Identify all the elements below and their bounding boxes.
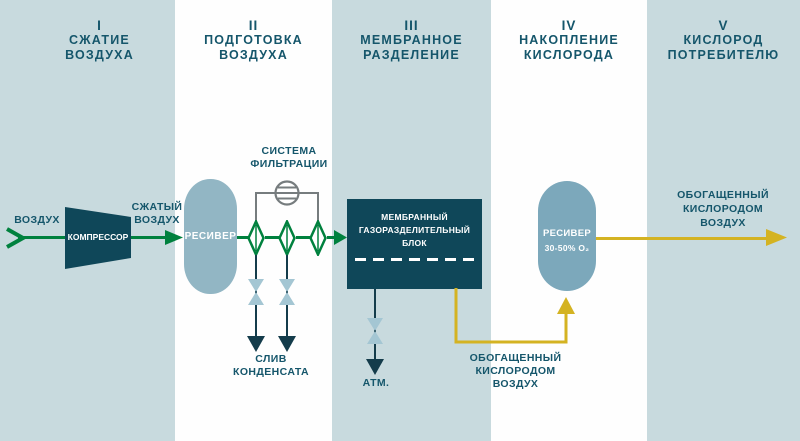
pipe-oxygen-outlet xyxy=(596,237,768,240)
stage-numeral: III xyxy=(404,18,419,33)
membrane-label-line: МЕМБРАННЫЙ xyxy=(381,212,448,222)
enriched-air-out-label: ОБОГАЩЕННЫЙ КИСЛОРОДОМ ВОЗДУХ xyxy=(653,188,793,230)
filtration-system-label: СИСТЕМА ФИЛЬТРАЦИИ xyxy=(237,145,341,170)
filtration-label-line: ФИЛЬТРАЦИИ xyxy=(250,157,328,170)
filter-icon-1 xyxy=(247,220,265,256)
atm-label: АТМ. xyxy=(362,377,390,389)
pipe-segment xyxy=(296,236,310,239)
compressed-air-line: СЖАТЫЙ xyxy=(131,201,183,213)
receiver-2-content: 30-50% O₂ xyxy=(544,243,590,253)
enriched-air-mid-label: ОБОГАЩЕННЫЙ КИСЛОРОДОМ ВОЗДУХ xyxy=(443,352,588,391)
bypass-line xyxy=(317,194,319,222)
condensate-label-line: КОНДЕНСАТА xyxy=(233,366,309,378)
stage-header-1: I СЖАТИЕ ВОЗДУХА xyxy=(12,18,187,62)
membrane-block-label: МЕМБРАННЫЙ ГАЗОРАЗДЕЛИТЕЛЬНЫЙ БЛОК xyxy=(347,199,482,250)
membrane-label-line: ГАЗОРАЗДЕЛИТЕЛЬНЫЙ xyxy=(358,225,471,235)
valve-icon xyxy=(248,279,264,305)
stage-title-line: ПОДГОТОВКА xyxy=(204,33,303,47)
pipe-segment xyxy=(265,236,279,239)
outlet-arrowhead-icon xyxy=(766,229,787,246)
stage-header-3: III МЕМБРАННОЕ РАЗДЕЛЕНИЕ xyxy=(332,18,491,62)
stage-header-2: II ПОДГОТОВКА ВОЗДУХА xyxy=(175,18,332,62)
drain-arrowhead-icon xyxy=(247,336,265,352)
compressed-air-label: СЖАТЫЙ ВОЗДУХ xyxy=(122,201,192,227)
stage-title-line: ВОЗДУХА xyxy=(65,47,134,62)
enriched-air-label-line: ВОЗДУХ xyxy=(700,217,746,229)
flow-arrowhead-icon xyxy=(334,230,347,245)
pipe-air-inlet xyxy=(18,236,66,239)
filter-icon-2 xyxy=(278,220,296,256)
stage-numeral: II xyxy=(248,18,259,33)
bypass-line xyxy=(255,194,257,222)
receiver-2-vessel: РЕСИВЕР 30-50% O₂ xyxy=(538,181,596,291)
enriched-air-label-line: КИСЛОРОДОМ xyxy=(682,203,764,215)
atm-arrowhead-icon xyxy=(366,359,384,375)
stage-column-2: II ПОДГОТОВКА ВОЗДУХА xyxy=(175,0,332,441)
stage-title-line: КИСЛОРОД xyxy=(683,33,764,47)
stage-title-line: КИСЛОРОДА xyxy=(523,47,615,62)
pipe-segment xyxy=(237,236,248,239)
receiver-1-label: РЕСИВЕР xyxy=(184,231,237,242)
stage-title-line: ПОТРЕБИТЕЛЮ xyxy=(667,47,780,62)
valve-icon xyxy=(367,318,383,344)
filter-gauge-icon xyxy=(274,180,300,206)
stage-title-line: ВОЗДУХА xyxy=(219,47,288,62)
stage-column-5: V КИСЛОРОД ПОТРЕБИТЕЛЮ xyxy=(647,0,800,441)
up-arrowhead-icon xyxy=(557,297,575,314)
filtration-label-line: СИСТЕМА xyxy=(261,145,317,157)
filter-icon-3 xyxy=(309,220,327,256)
stage-title-line: РАЗДЕЛЕНИЕ xyxy=(363,47,460,62)
stage-numeral: V xyxy=(718,18,729,33)
stage-title-line: НАКОПЛЕНИЕ xyxy=(519,33,619,47)
compressor-shape xyxy=(65,207,131,269)
condensate-label-line: СЛИВ xyxy=(255,353,287,365)
enriched-air-label-line: КИСЛОРОДОМ xyxy=(475,365,556,377)
stage-header-4: IV НАКОПЛЕНИЕ КИСЛОРОДА xyxy=(491,18,647,62)
air-label: ВОЗДУХ xyxy=(14,214,60,226)
receiver-2-label: РЕСИВЕР xyxy=(543,228,591,239)
enriched-air-label-line: ОБОГАЩЕННЫЙ xyxy=(677,189,769,201)
compressed-air-line: ВОЗДУХ xyxy=(134,214,180,226)
pipe-segment xyxy=(327,236,335,239)
drain-arrowhead-icon xyxy=(278,336,296,352)
enriched-air-label-line: ОБОГАЩЕННЫЙ xyxy=(469,352,562,364)
pipe-compressed-air xyxy=(131,236,166,239)
compressor-label: КОМПРЕССОР xyxy=(67,232,129,242)
stage-numeral: IV xyxy=(561,18,577,33)
membrane-separation-block: МЕМБРАННЫЙ ГАЗОРАЗДЕЛИТЕЛЬНЫЙ БЛОК xyxy=(347,199,482,289)
valve-icon xyxy=(279,279,295,305)
enriched-air-label-line: ВОЗДУХ xyxy=(492,378,539,390)
membrane-divider-dashed-line xyxy=(355,258,474,261)
stage-title-line: МЕМБРАННОЕ xyxy=(360,33,463,47)
stage-title-line: СЖАТИЕ xyxy=(69,33,130,47)
condensate-drain-label: СЛИВ КОНДЕНСАТА xyxy=(206,353,336,379)
stage-header-5: V КИСЛОРОД ПОТРЕБИТЕЛЮ xyxy=(647,18,800,62)
receiver-1-vessel: РЕСИВЕР xyxy=(184,179,237,294)
membrane-label-line: БЛОК xyxy=(402,238,427,248)
flow-arrowhead-icon xyxy=(165,230,183,245)
enriched-air-pipe xyxy=(454,288,575,344)
stage-numeral: I xyxy=(97,18,102,33)
